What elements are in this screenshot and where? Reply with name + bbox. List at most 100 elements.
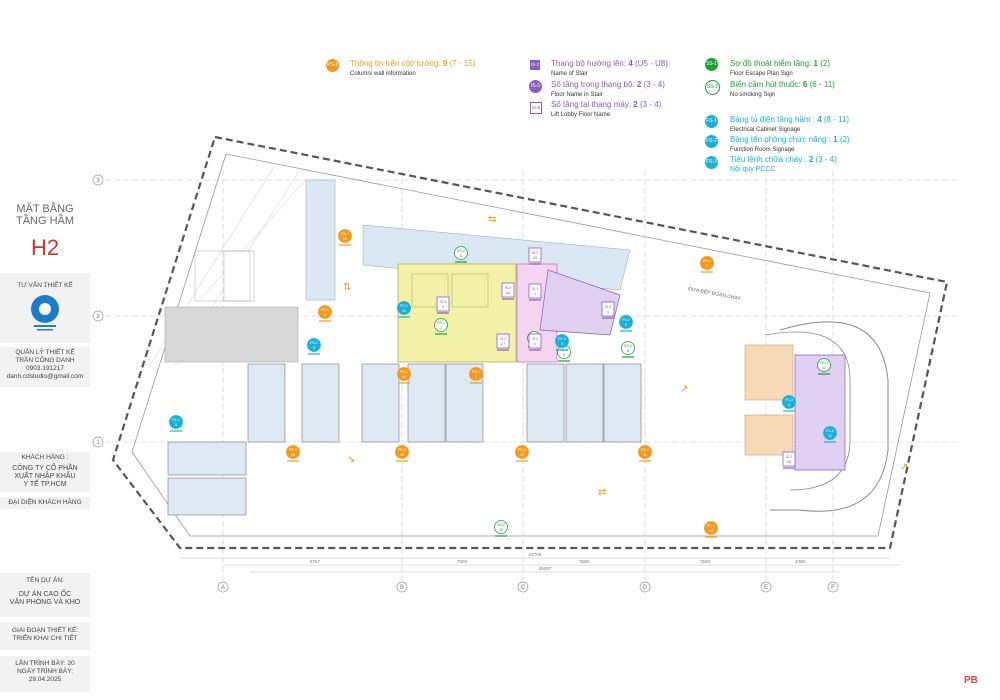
ps1-marker-label: PS-1 (321, 308, 329, 312)
legend-title: Sơ đồ thoát hiểm tầng: 1 (2) (730, 59, 830, 69)
ps1-marker-label: PS-1 (289, 448, 297, 452)
ps1-marker: PS-113 (395, 445, 409, 462)
legend-range: (3 - 4) (643, 80, 665, 89)
is-marker-label: 4 (607, 310, 609, 314)
legend-title: Tiêu lệnh chữa cháy : 2 (3 - 4) (730, 155, 837, 165)
ss-marker-label: 10 (499, 528, 503, 532)
legend-title-text: Số tầng tại thang máy: (551, 100, 632, 109)
legend-title: Biển cấm hút thuốc: 6 (6 - 11) (730, 80, 835, 90)
legend-title-text: Số tầng trong thang bộ: (551, 80, 635, 89)
date-value: 29.04.2025 (28, 676, 62, 683)
traffic-arrows: ⇆ ⇅ ↘ ⇄ ↗ ↗ (343, 214, 908, 498)
parking-ramp-left (305, 179, 336, 301)
helical-ramp-outer (770, 321, 889, 512)
manager-phone: 0903.191217 (26, 365, 64, 372)
grid-col-label: D (643, 585, 648, 591)
fs-marker: FS-110 (397, 301, 411, 318)
legend-sub: Nội quy PCCC (730, 166, 776, 173)
legend-item-ps1: Thông tin trên cột/ tường: 9 (7 - 15) Co… (350, 59, 475, 79)
ss-marker-label: 11 (822, 366, 826, 370)
grid-row-label: 1 (96, 440, 100, 446)
is-marker-label: IS-2 (786, 455, 793, 459)
lift-shaft-1 (411, 273, 449, 308)
bottom-dimensions: 44709 8767 7500 7500 7500 4300 35097 (180, 552, 900, 573)
grid-col-label: F (831, 585, 835, 591)
ps1-marker-label: PS-1 (641, 448, 649, 452)
fs-marker: FS-22 (619, 315, 633, 332)
legend-item-fs1: Bảng tủ điện tầng hầm : 4 (8 - 11) Elect… (730, 115, 849, 135)
traffic-arrow-icon: ↘ (347, 454, 355, 465)
ps1-marker-label: PS-1 (398, 448, 406, 452)
traffic-arrow-icon: ↗ (900, 462, 908, 473)
plan-title-line-2: TẦNG HẦM (15, 215, 75, 227)
ss-marker-label: 2 (440, 326, 442, 330)
ss1-legend-icon: SS-1 (705, 58, 718, 71)
is-marker-label: U5 (533, 256, 538, 260)
ps1-marker-label: PS-1 (341, 232, 349, 236)
dimension-total: 44709 (529, 552, 542, 557)
plan-title-line-1: MẶT BẰNG (16, 203, 74, 215)
legend-item-fs2: Bảng tên phòng chức năng : 1 (2) Functio… (730, 135, 850, 155)
ss-marker-label: SS-2 (624, 344, 632, 348)
grid-col-label: A (221, 585, 225, 591)
fs2-legend-icon: FS-2 (705, 135, 718, 148)
stair-core-1 (539, 269, 621, 336)
legend-title: Thông tin trên cột/ tường: 9 (7 - 15) (350, 59, 475, 69)
storage-zone-orange-1 (744, 344, 794, 401)
storage-zone-orange-2 (744, 414, 794, 456)
ps1-marker-label: PS-1 (518, 448, 526, 452)
legend-title: Bảng tên phòng chức năng : 1 (2) (730, 135, 850, 145)
signage-legend: PS-1 Thông tin trên cột/ tường: 9 (7 - 1… (0, 0, 1000, 190)
dimension-value: 7500 (457, 559, 468, 564)
legend-title: Thang bộ hướng lên: 4 (U5 - U8) (551, 59, 668, 69)
stair-core-2 (794, 354, 846, 471)
legend-range: (2) (820, 59, 830, 68)
helical-ramp-inner (764, 331, 851, 491)
stamp-label: PB (964, 675, 978, 686)
traffic-arrow-icon: ↗ (680, 384, 688, 395)
site-boundary (111, 135, 949, 550)
client-name-1: CÔNG TY CỔ PHẦN (12, 465, 78, 472)
ps1-marker-label: 11 (643, 453, 647, 457)
ps1-marker: PS-111 (638, 445, 652, 462)
legend-count: 2 (636, 80, 642, 89)
is-marker: IS-53 (436, 296, 450, 314)
legend-sub: Lift Lobby Floor Name (551, 112, 611, 118)
ps1-marker-label: 13 (400, 453, 404, 457)
traffic-arrow-icon: ⇅ (343, 282, 351, 293)
ss-marker: SS-28 (621, 341, 635, 358)
is-marker-label: 3 (534, 292, 536, 296)
fs-marker-label: 3 (561, 342, 563, 346)
ss-marker-label: 6 (460, 254, 462, 258)
ps1-marker-label: 8 (324, 313, 326, 317)
ss-marker-label: SS-1 (437, 321, 445, 325)
legend-range: (8 - 11) (823, 115, 850, 124)
ss-marker: SS-26 (454, 246, 468, 263)
legend-title-text: Tiêu lệnh chữa cháy : (730, 155, 807, 164)
legend-count: 1 (813, 59, 818, 68)
legend-item-is5: Số tầng tại thang máy: 2 (3 - 4) Lift Lo… (551, 100, 661, 120)
legend-item-is2: Thang bộ hướng lên: 4 (U5 - U8) Name of … (551, 59, 668, 79)
legend-item-is3: Số tầng trong thang bộ: 2 (3 - 4) Floor … (551, 80, 665, 100)
ss-marker-label: SS-2 (820, 361, 828, 365)
fs1-legend-icon: FS-1 (705, 115, 718, 128)
manager-label: QUẢN LÝ THIẾT KẾ (15, 349, 75, 356)
ps1-marker-label: 12 (520, 453, 524, 457)
shaft (194, 250, 251, 302)
manager-email: danh.cdstudio@gmail.com (6, 373, 84, 380)
client-block: KHÁCH HÀNG : CÔNG TY CỔ PHẦN XUẤT NHẬP K… (0, 452, 90, 492)
legend-count: 9 (442, 59, 448, 68)
fs-marker: FS-18 (169, 415, 183, 432)
project-block: TÊN DỰ ÁN: DỰ ÁN CAO ỐC VĂN PHÒNG VÀ KHO (0, 573, 90, 617)
legend-count: 1 (833, 135, 838, 144)
ss-marker-label: 9 (563, 353, 565, 357)
legend-count: 6 (802, 80, 808, 89)
legend-sub: Floor Name in Stair (551, 92, 603, 98)
legend-sub: Electrical Cabinet Signage (730, 127, 801, 133)
ramp-label: ĐƯA ĐẾP ĐOÀN CHAY (688, 285, 742, 302)
legend-count: 2 (808, 155, 814, 164)
ps1-marker: PS-18 (318, 305, 332, 322)
fs-marker-label: FS-3 (558, 337, 566, 341)
client-rep-label: ĐẠI DIỆN KHÁCH HÀNG (8, 499, 82, 506)
